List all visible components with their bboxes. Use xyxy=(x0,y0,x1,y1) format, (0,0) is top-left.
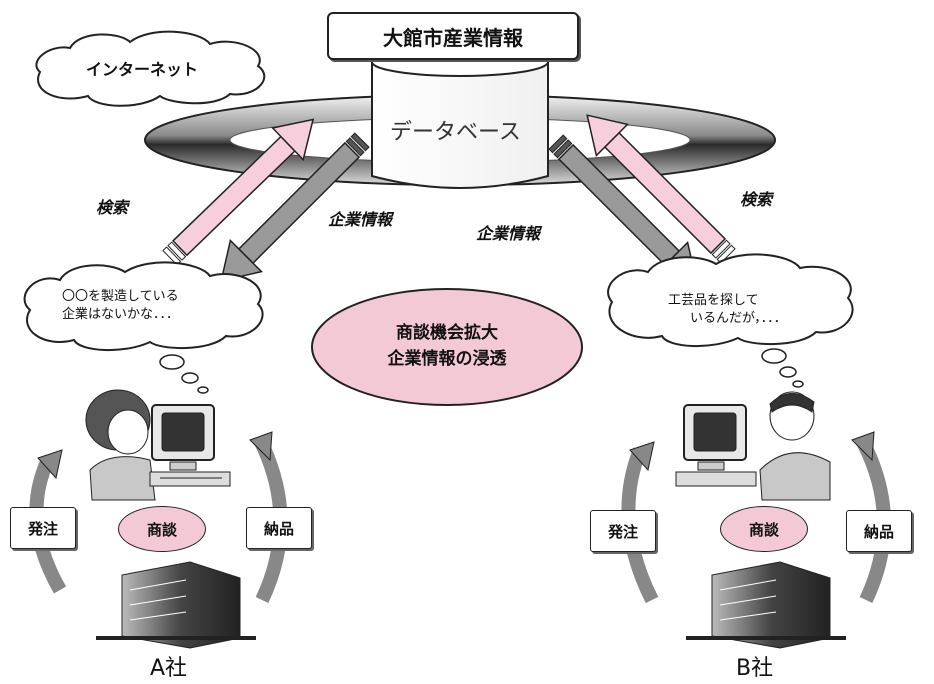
company-info-arrow-left xyxy=(220,132,370,282)
delivery-box-a: 納品 xyxy=(246,507,312,549)
thought-b-text: 工芸品を探して いるんだが，．．． xyxy=(668,292,787,328)
company-info-label-left: 企業情報 xyxy=(328,210,393,229)
internet-label: インターネット xyxy=(86,60,199,79)
delivery-box-b: 納品 xyxy=(846,510,912,552)
thought-a-line-1: 〇〇を製造している xyxy=(62,289,179,304)
thought-a-text: 〇〇を製造している 企業はないかな．．． xyxy=(62,288,179,324)
company-b-label: B社 xyxy=(736,656,774,681)
center-line-2: 企業情報の浸透 xyxy=(387,349,507,369)
thought-a-line-2: 企業はないかな．．． xyxy=(62,307,180,322)
center-text: 商談機会拡大 企業情報の浸透 xyxy=(362,320,532,372)
thought-cloud-b xyxy=(607,253,854,388)
search-label-right: 検索 xyxy=(740,190,773,209)
thought-b-line-1: 工芸品を探して xyxy=(668,293,759,308)
thought-cloud-a xyxy=(23,261,264,394)
company-a-label: A社 xyxy=(150,656,188,681)
search-arrow-right xyxy=(586,114,736,264)
negotiation-b: 商談 xyxy=(720,506,808,552)
person-b-illustration xyxy=(675,391,831,501)
company-info-label-right: 企業情報 xyxy=(476,224,541,243)
negotiation-a: 商談 xyxy=(118,506,206,552)
building-b-icon xyxy=(686,561,846,649)
center-line-1: 商談機会拡大 xyxy=(396,323,498,343)
internet-cloud xyxy=(35,30,266,107)
center-ellipse xyxy=(311,288,583,406)
order-box-b: 発注 xyxy=(590,510,656,552)
order-box-a: 発注 xyxy=(10,507,76,549)
search-label-left: 検索 xyxy=(96,198,129,217)
person-a-illustration xyxy=(85,389,231,501)
building-a-icon xyxy=(96,561,256,649)
search-arrow-left xyxy=(162,118,315,266)
database-label: データベース xyxy=(390,120,521,145)
page-title: 大館市産業情報 xyxy=(327,12,579,60)
thought-b-line-2: いるんだが，．．． xyxy=(690,311,787,326)
